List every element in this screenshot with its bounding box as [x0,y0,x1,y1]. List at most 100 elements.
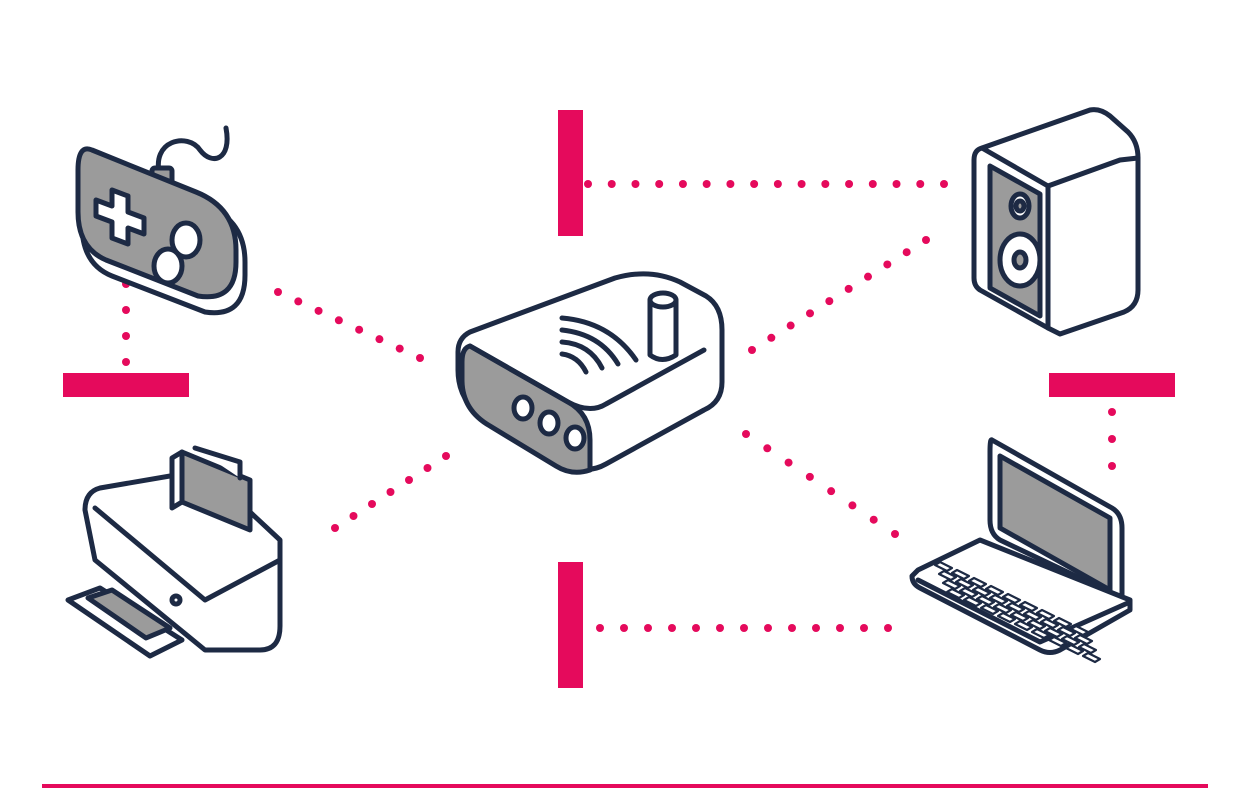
connection-dot [786,321,795,330]
connection-gamepad-barrier-left [122,280,130,366]
connection-dot [750,180,759,188]
connection-dot [1108,462,1116,470]
connection-dot [763,444,772,453]
keyboard-key [1005,601,1026,614]
connection-dot [726,180,735,188]
connection-dot [797,180,806,188]
keyboard-key [984,584,1005,597]
connection-dot [788,624,796,632]
keyboard-key [945,587,966,600]
connection-dot [668,624,676,632]
connection-dot [122,332,130,340]
connection-dot [805,472,814,481]
connection-dot [620,624,628,632]
connection-dot [825,297,834,306]
connection-dot [423,464,432,472]
connection-dot [884,624,892,632]
keyboard-key [1052,616,1073,629]
connection-gamepad-router [274,288,424,362]
connection-dot [375,335,384,344]
keyboard-key [1081,651,1102,664]
connection-dot [692,624,700,632]
connection-printer-router [331,452,450,532]
keyboard-key [1039,617,1060,630]
printer-icon [65,445,283,659]
connection-dot [1108,435,1116,443]
connection-dot [812,624,820,632]
connection-dot [678,180,687,188]
connection-dot [314,306,323,315]
keyboard-key [1018,600,1039,613]
connection-dot [891,530,899,538]
connection-dot [355,325,364,334]
connection-dot [742,430,750,438]
keyboard-key [1073,633,1094,646]
keyboard-key [1056,625,1077,638]
connection-laptop-barrier-bottom-center [596,624,892,632]
connection-dot [716,624,724,632]
connection-dot [740,624,748,632]
connection-dot [405,476,413,484]
connection-lines [122,180,1116,632]
connection-dot [655,180,664,188]
connection-dot [368,500,376,508]
connection-dot [883,260,892,269]
keyboard-key [941,578,962,591]
keyboard-key [975,594,996,607]
connection-dot [916,180,925,188]
barrier-left [63,373,189,397]
connection-dot [584,180,592,188]
keyboard-key [1026,618,1047,631]
connection-dot [334,316,343,325]
keyboard-key [1047,635,1068,648]
connection-dot [631,180,640,188]
keyboard-key [1035,608,1056,621]
connection-dot [748,346,756,354]
connection-speaker-barrier-top-center [584,180,948,188]
barrier-top-center [558,110,583,236]
keyboard-key [1077,642,1098,655]
connection-dot [331,524,339,532]
keyboard-key [988,593,1009,606]
connection-speaker-router [748,236,930,354]
connection-laptop-barrier-right [1108,408,1116,470]
keyboard-key [1022,609,1043,622]
connection-dot [784,458,793,467]
connection-dot [416,354,424,362]
connection-dot [848,501,857,510]
connection-dot [1108,408,1116,416]
connection-dot [821,180,830,188]
speaker-icon [971,107,1141,337]
keyboard-key [958,586,979,599]
keyboard-key [1060,634,1081,647]
keyboard-key [1030,627,1051,640]
connection-dot [764,624,772,632]
connection-dot [294,297,303,306]
connection-dot [122,306,130,314]
connection-dot [869,515,878,524]
keyboard-key [937,569,958,582]
barrier-bottom-center [558,562,583,688]
connection-dot [395,344,404,353]
connection-dot [122,358,130,366]
connection-dot [892,180,901,188]
connection-dot [940,180,948,188]
connection-dot [596,624,604,632]
connection-dot [827,487,836,496]
connection-dot [702,180,711,188]
keyboard-key [996,611,1017,624]
connection-dot [845,180,854,188]
connection-dot [860,624,868,632]
keyboard-key [962,595,983,608]
keyboard-key [967,576,988,589]
connection-dot [864,272,872,281]
keyboard-key [950,568,971,581]
laptop-icon [909,437,1133,664]
connection-dot [922,236,930,244]
keyboard-key [1009,610,1030,623]
connection-dot [902,248,911,257]
connection-dot [836,624,844,632]
keyboard-key [971,585,992,598]
connection-laptop-router [742,430,899,538]
